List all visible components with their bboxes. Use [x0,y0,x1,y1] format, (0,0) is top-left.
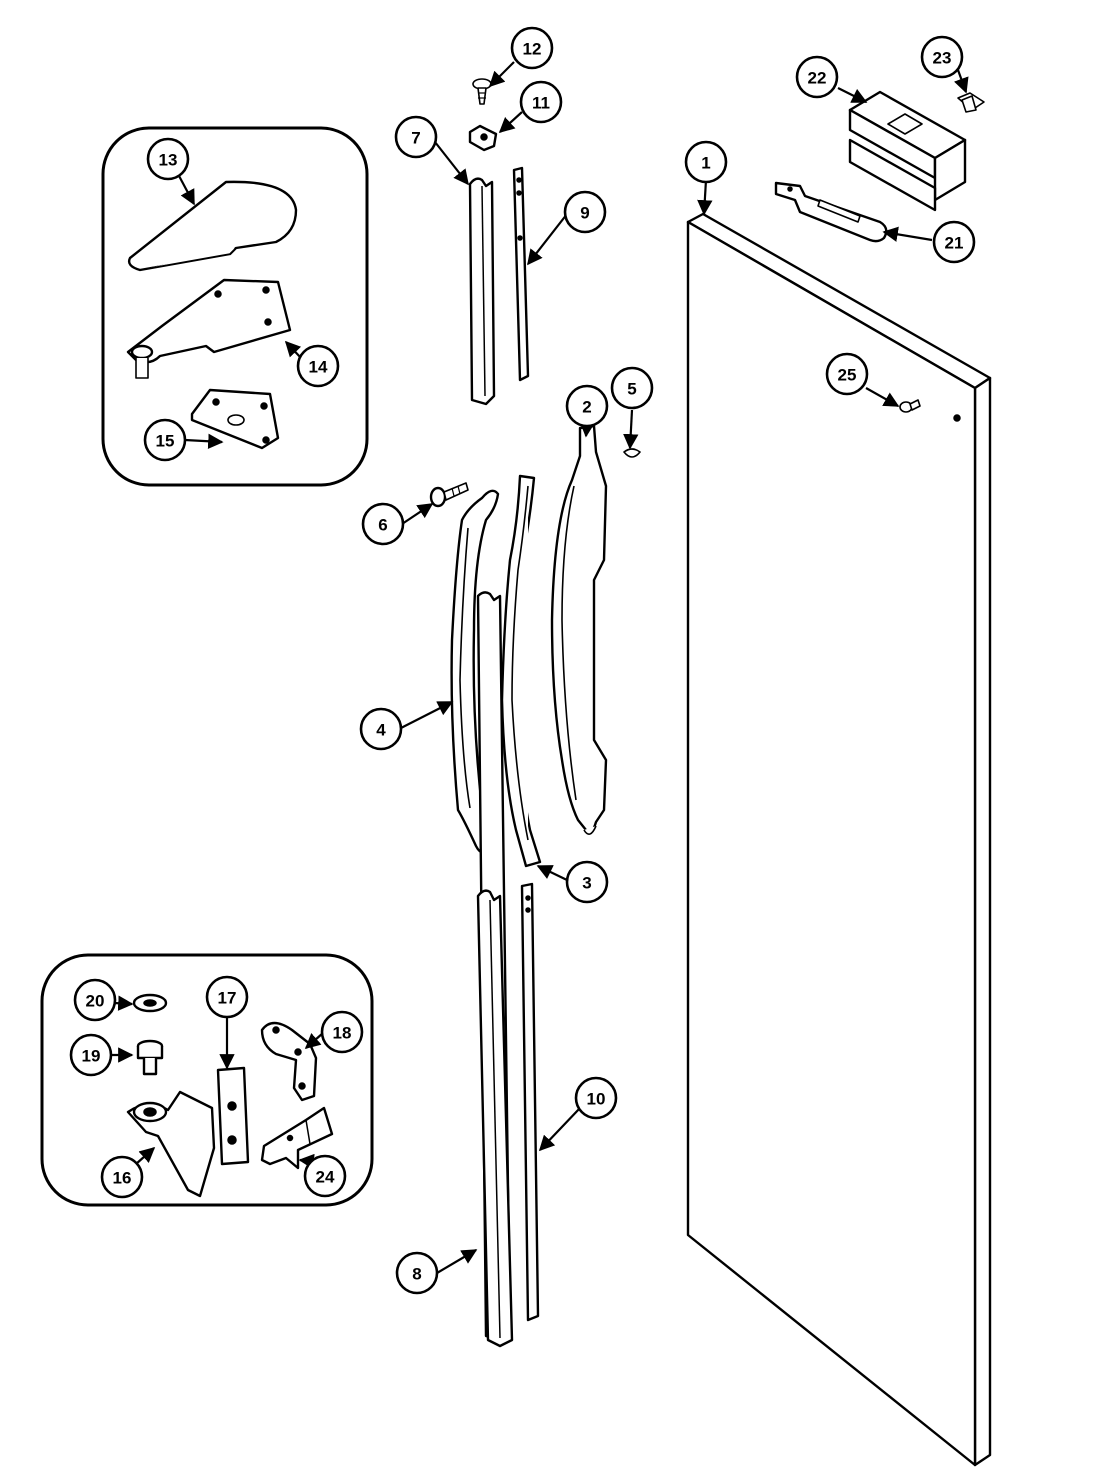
handle-screw [623,448,641,458]
upper-hinge [126,278,292,379]
callout-label: 14 [309,358,328,377]
door-handle [550,424,608,835]
latch-bracket [774,181,888,243]
callout-1: 1 [684,140,728,184]
hinge-plate [260,1021,318,1102]
callout-20: 20 [73,978,117,1022]
handle-gasket [500,474,542,868]
callout-label: 15 [156,432,175,451]
callout-11: 11 [519,80,563,124]
callout-22: 22 [795,55,839,99]
callout-label: 24 [316,1168,335,1187]
callout-15: 15 [143,418,187,462]
callout-9: 9 [563,190,607,234]
callout-25: 25 [825,352,869,396]
callout-17: 17 [205,975,249,1019]
callout-19: 19 [69,1033,113,1077]
washer [132,993,168,1013]
callout-label: 18 [333,1024,352,1043]
callout-21: 21 [932,220,976,264]
mounting-screw [429,482,469,508]
callout-label: 2 [582,398,591,417]
hinge-pin [136,1039,164,1076]
callout-5: 5 [610,366,654,410]
callout-label: 19 [82,1047,101,1066]
callout-label: 7 [411,129,420,148]
callout-label: 11 [532,94,550,113]
callout-10: 10 [574,1076,618,1120]
small-nut [468,124,498,152]
callout-label: 9 [580,204,589,223]
hinge-cover [127,180,298,272]
hinge-spacer [216,1066,250,1166]
lower-mounting-strip [520,882,540,1322]
callout-label: 1 [701,154,710,173]
hinge-top-inset-frame [101,126,369,487]
callout-label: 6 [378,516,387,535]
callout-18: 18 [320,1010,364,1054]
callout-23: 23 [920,35,964,79]
callout-3: 3 [565,860,609,904]
lower-trim-channel-body [476,889,514,1348]
leader-lines [110,61,969,1274]
callout-label: 13 [159,151,178,170]
upper-mounting-strip [512,166,530,382]
callout-label: 21 [945,234,964,253]
callout-label: 25 [838,366,857,385]
callout-6: 6 [361,502,405,546]
lower-hinge [126,1090,216,1198]
callout-4: 4 [359,707,403,751]
callout-24: 24 [303,1154,347,1198]
callout-label: 22 [808,69,827,88]
callout-label: 16 [113,1169,132,1188]
screw-top [472,78,492,105]
small-clip [957,92,985,113]
callout-14: 14 [296,344,340,388]
callout-label: 5 [627,380,636,399]
callout-7: 7 [394,115,438,159]
callout-16: 16 [100,1155,144,1199]
callout-label: 10 [587,1090,606,1109]
block-part [848,90,967,212]
callout-label: 17 [218,989,237,1008]
callout-label: 3 [582,874,591,893]
hinge-bottom-inset-frame [40,953,374,1207]
callout-label: 4 [376,721,386,740]
door-screw [899,399,921,413]
callout-label: 8 [412,1265,421,1284]
callout-label: 12 [523,40,542,59]
callout-label: 20 [86,992,105,1011]
upper-trim-channel [468,177,496,406]
callout-12: 12 [510,26,554,70]
callout-13: 13 [146,137,190,181]
callout-8: 8 [395,1251,439,1295]
callout-label: 23 [933,49,952,68]
hinge-shim [190,388,280,450]
door-panel [686,212,992,1467]
mounting-bracket [260,1106,334,1170]
callout-2: 2 [565,384,609,428]
